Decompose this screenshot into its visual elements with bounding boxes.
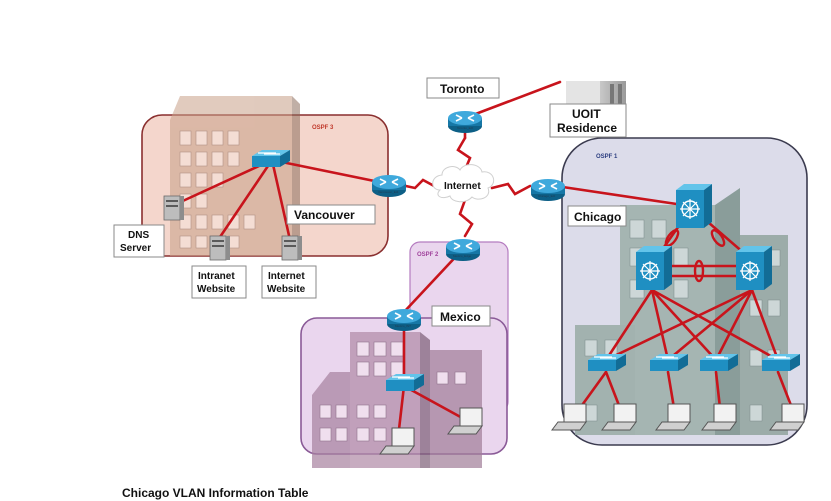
- uoit-label: UOIT: [572, 107, 601, 121]
- internet-server-icon[interactable]: [281, 235, 303, 261]
- dns-server-label: Server: [120, 243, 151, 254]
- chicago-router-label: Chicago_Edt: [538, 194, 555, 198]
- internet-site-label: Internet: [268, 271, 305, 282]
- toronto-label-box: Toronto: [426, 77, 500, 99]
- mexico-label-box: Mexico: [431, 305, 491, 327]
- ospf2-label: OSPF 2: [417, 252, 439, 258]
- chicago-vlan-table-caption: Chicago VLAN Information Table: [122, 486, 309, 500]
- toronto-router-label: Toronto_Edt: [457, 126, 473, 130]
- intranet-website-label-box: Intranet Website: [191, 265, 247, 299]
- mexico-label: Mexico: [440, 310, 481, 324]
- intranet-label: Intranet: [198, 271, 235, 282]
- laptop-icon[interactable]: [551, 403, 587, 431]
- internet-website-label-box: Internet Website: [261, 265, 317, 299]
- mexico-int-router-icon[interactable]: Mexico_INT: [386, 308, 422, 332]
- chicago-core-switch-icon[interactable]: [675, 183, 713, 229]
- mexico-edge-router-label: Mexico_Edge: [453, 254, 472, 258]
- ospf3-label: OSPF 3: [312, 125, 334, 131]
- intranet-server-icon[interactable]: [209, 235, 231, 261]
- vancouver-router-icon[interactable]: Vancouver_Edt: [371, 174, 407, 198]
- toronto-label: Toronto: [440, 82, 484, 96]
- mexico-int-router-label: Mexico_INT: [395, 324, 411, 328]
- toronto-router-icon[interactable]: Toronto_Edt: [447, 110, 483, 134]
- ospf1-label: OSPF 1: [596, 154, 618, 160]
- dns-label: DNS: [128, 230, 149, 241]
- residence-label: Residence: [557, 121, 617, 135]
- dns-server-label-box: DNS Server: [113, 224, 165, 258]
- chicago-distribution-switch-icon[interactable]: [735, 245, 773, 291]
- vancouver-building: [170, 96, 300, 256]
- chicago-router-icon[interactable]: Chicago_Edt: [530, 178, 566, 202]
- mexico-edge-router-icon[interactable]: Mexico_Edge: [445, 238, 481, 262]
- internet-website-label: Website: [267, 284, 306, 295]
- internet-label: Internet: [444, 181, 481, 192]
- etherchannel-marks: [664, 229, 726, 283]
- vancouver-label-box: Vancouver: [286, 204, 376, 225]
- internet-cloud: Internet: [432, 164, 495, 203]
- vancouver-router-label: Vancouver_Edt: [378, 190, 398, 194]
- chicago-label: Chicago: [574, 210, 621, 224]
- uoit-label-box: UOIT Residence: [549, 103, 627, 138]
- chicago-distribution-switch-icon[interactable]: [635, 245, 673, 291]
- dns-server-icon[interactable]: [163, 195, 185, 221]
- mexico-building: [312, 332, 482, 468]
- vancouver-label: Vancouver: [294, 208, 355, 222]
- intranet-website-label: Website: [197, 284, 236, 295]
- chicago-label-box: Chicago: [567, 205, 627, 227]
